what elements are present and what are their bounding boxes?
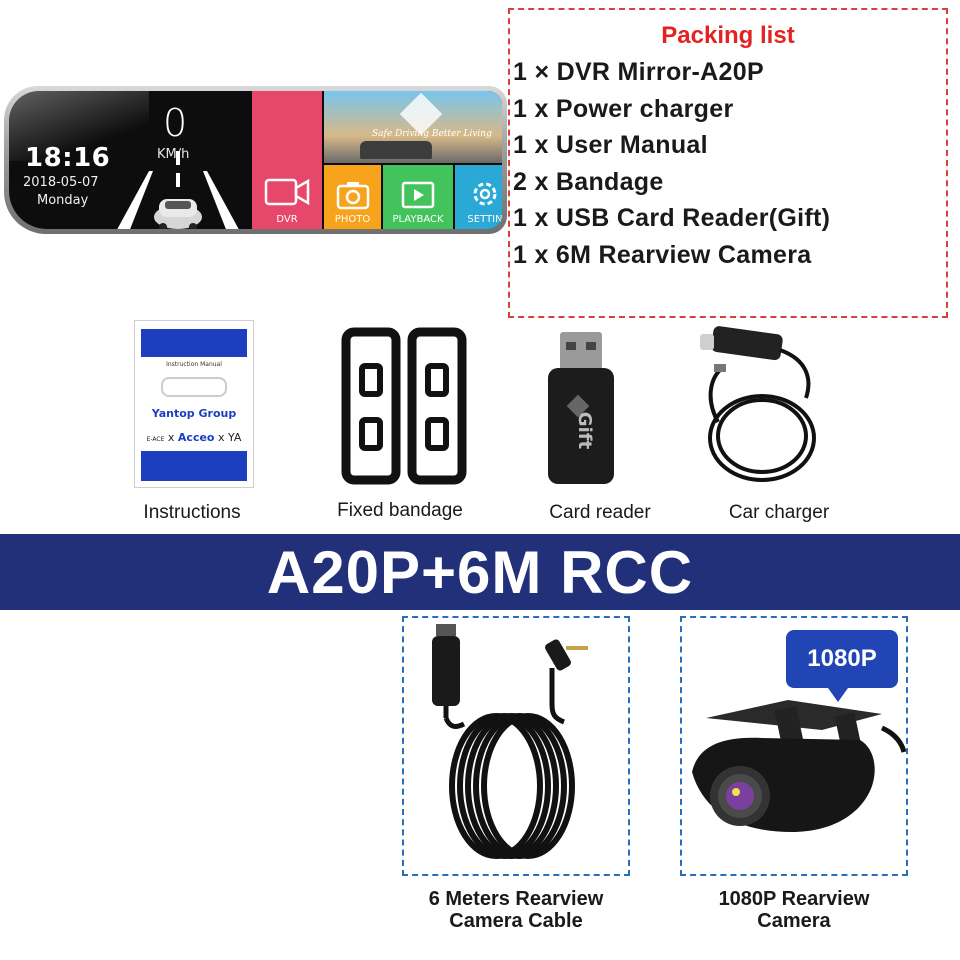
camera-label-line1: 1080P Rearview (718, 888, 870, 910)
packing-item: 1 x USB Card Reader(Gift) (513, 204, 831, 233)
mirror-screen: 18:16 2018-05-07 Monday 0 KM/h DVR Safe … (9, 91, 502, 229)
gear-icon (473, 182, 497, 206)
card-reader-gift-text: Gift (574, 411, 596, 450)
manual-cover-title: Instruction Manual (166, 361, 222, 368)
video-preview-tile: Safe Driving Better Living (324, 91, 502, 163)
speed-value: 0 (163, 101, 188, 145)
instruction-manual-image: Instruction Manual Yantop Group E-ACE x … (134, 320, 254, 488)
clock-date: 2018-05-07 (23, 175, 99, 190)
usb-reader-icon (548, 332, 614, 484)
photo-camera-icon (336, 182, 369, 210)
manual-brand-sep: x (218, 431, 225, 444)
fixed-bandage-label: Fixed bandage (337, 500, 463, 521)
packing-item: 1 x Power charger (513, 94, 734, 123)
card-reader-image: Gift (540, 328, 630, 488)
manual-brand-1: E-ACE (146, 436, 165, 443)
rubber-bandage-image (341, 327, 467, 485)
packing-list-items: 1 × DVR Mirror-A20P 1 x Power charger 1 … (513, 54, 830, 274)
clock-day: Monday (37, 193, 89, 208)
manual-brand-3: YA (228, 431, 242, 444)
manual-mirror-icon (161, 377, 227, 397)
car-charger-image (700, 326, 816, 482)
dvr-mirror-image: 18:16 2018-05-07 Monday 0 KM/h DVR Safe … (4, 86, 507, 234)
video-camera-icon (264, 178, 310, 206)
manual-cover-brands: E-ACE x Acceo x YA (135, 431, 253, 444)
playback-tile: PLAYBACK (383, 165, 453, 229)
cable-label-line2: Camera Cable (449, 910, 583, 932)
cable-label-line1: 6 Meters Rearview (428, 888, 604, 910)
product-banner: A20P+6M RCC (0, 534, 960, 610)
packing-item: 1 x User Manual (513, 131, 708, 160)
playback-tile-label: PLAYBACK (392, 214, 444, 225)
screen-glare (9, 91, 149, 161)
photo-tile: PHOTO (324, 165, 381, 229)
manual-band-bottom (141, 451, 247, 481)
manual-band-top (141, 329, 247, 357)
resolution-badge: 1080P (786, 630, 898, 702)
camera-label: 1080P Rearview Camera (680, 888, 908, 932)
settings-tile: SETTIN (455, 165, 502, 229)
vintage-car-image (360, 141, 432, 159)
packing-item: 1 × DVR Mirror-A20P (513, 58, 764, 86)
film-play-icon (401, 181, 435, 209)
dvr-tile-label: DVR (276, 214, 298, 225)
manual-cover-group: Yantop Group (151, 407, 237, 420)
packing-list-box: Packing list 1 × DVR Mirror-A20P 1 x Pow… (508, 8, 948, 318)
photo-tile-label: PHOTO (334, 214, 371, 225)
camera-box (680, 616, 908, 876)
manual-brand-sep: x (167, 431, 175, 444)
cable-label: 6 Meters Rearview Camera Cable (402, 888, 630, 932)
packing-item: 2 x Bandage (513, 167, 664, 196)
car-charger-label: Car charger (728, 502, 830, 523)
card-reader-label: Card reader (549, 502, 651, 523)
lane-car-icon (117, 151, 239, 229)
rearview-camera-image (692, 700, 907, 832)
clock-time: 18:16 (25, 143, 111, 173)
video-slogan: Safe Driving Better Living (372, 129, 492, 139)
speed-unit: KM/h (157, 147, 190, 162)
banner-text: A20P+6M RCC (266, 538, 694, 606)
manual-brand-2: Acceo (177, 431, 215, 444)
cable-box (402, 616, 630, 876)
packing-item: 1 x 6M Rearview Camera (513, 240, 812, 269)
camera-label-line2: Camera (757, 910, 831, 932)
rearview-cable-image (432, 624, 588, 859)
settings-tile-label: SETTIN (467, 214, 502, 225)
instructions-label: Instructions (143, 502, 241, 523)
dvr-tile: DVR (252, 91, 322, 229)
packing-list-title: Packing list (661, 22, 795, 49)
